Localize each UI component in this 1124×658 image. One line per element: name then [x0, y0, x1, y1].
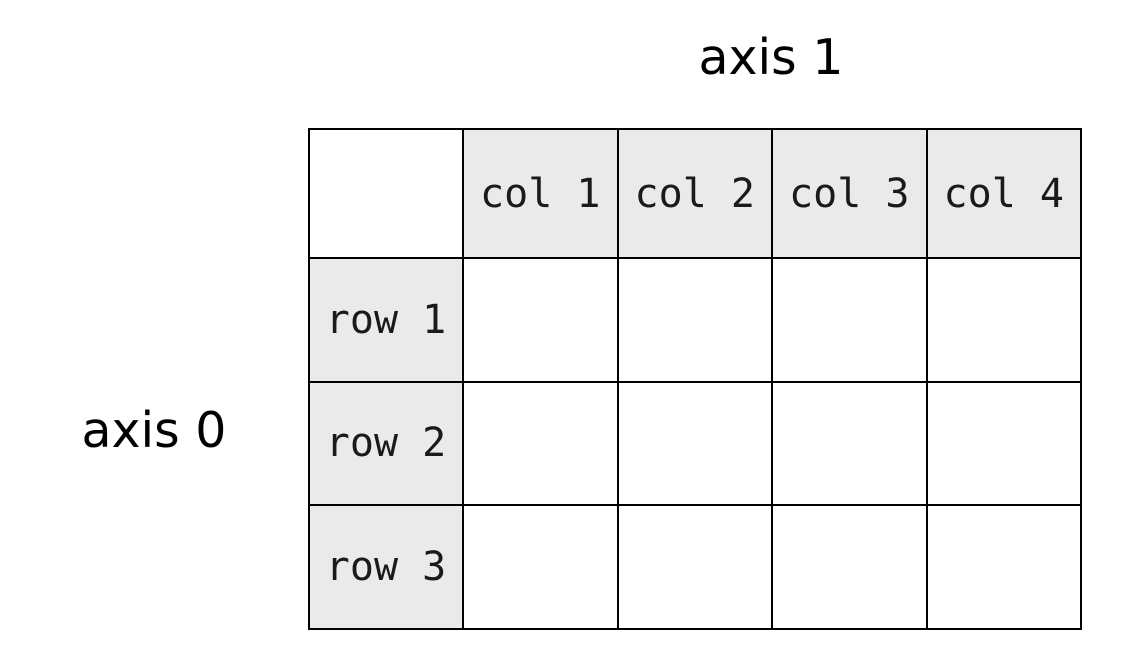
row-header-row-3: row 3 [308, 504, 464, 630]
data-cell [771, 504, 928, 630]
column-header-col-4: col 4 [925, 128, 1082, 259]
table-row: row 1 [308, 257, 1082, 383]
corner-cell [308, 128, 464, 259]
axis-1-label: axis 1 [698, 29, 844, 86]
table-row: row 2 [308, 380, 1082, 507]
row-header-row-2: row 2 [308, 380, 464, 507]
data-cell [616, 257, 773, 383]
data-cell [771, 380, 928, 507]
data-cell [462, 380, 619, 507]
array-schematic-table: col 1 col 2 col 3 col 4 row 1 row 2 [308, 128, 1082, 630]
data-cell [462, 257, 619, 383]
data-cell [616, 504, 773, 630]
data-cell [616, 380, 773, 507]
column-header-col-1: col 1 [462, 128, 619, 259]
axis-0-label: axis 0 [81, 402, 227, 459]
data-cell [925, 504, 1082, 630]
column-header-col-3: col 3 [771, 128, 928, 259]
row-header-row-1: row 1 [308, 257, 464, 383]
table-row: row 3 [308, 504, 1082, 630]
data-cell [925, 257, 1082, 383]
column-header-col-2: col 2 [616, 128, 773, 259]
data-cell [925, 380, 1082, 507]
data-cell [771, 257, 928, 383]
column-header-row: col 1 col 2 col 3 col 4 [308, 128, 1082, 259]
data-cell [462, 504, 619, 630]
